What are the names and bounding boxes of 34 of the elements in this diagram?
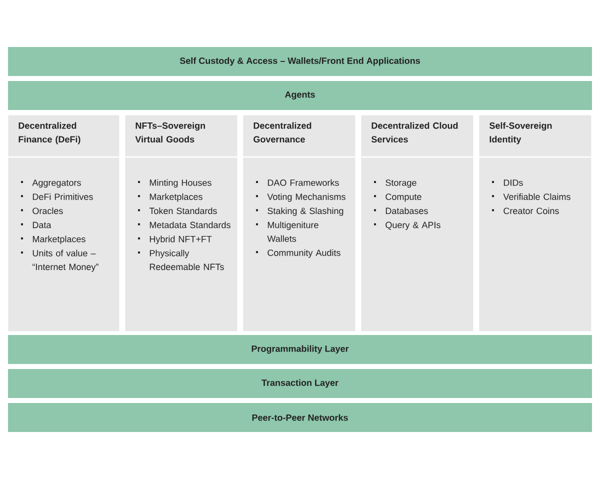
bullet-item: Compute: [374, 194, 422, 202]
layer-band: Agents: [8, 81, 592, 110]
bullet-item: Oracles: [21, 207, 63, 214]
layer-band: Self Custody & Access – Wallets/Front End Applications: [8, 47, 592, 76]
bullet-item: Creator Coins: [492, 207, 559, 214]
bullet-item: Minting Houses: [138, 179, 212, 188]
layer-band: Peer-to-Peer Networks: [8, 403, 592, 432]
bullet-item: Units of value – “Internet Money”: [21, 250, 98, 272]
bullet-item: Marketplaces: [138, 193, 202, 202]
bullet-item: Community Audits: [256, 249, 340, 258]
bullet-item: Voting Mechanisms: [256, 193, 346, 202]
bullet-item: Verifiable Claims: [492, 193, 570, 200]
column-heading: Decentralized Governance: [254, 122, 312, 143]
layer-band: Programmability Layer: [8, 335, 592, 364]
bullet-item: Storage: [374, 180, 416, 188]
bullet-item: Metadata Standards: [138, 222, 230, 228]
bullet-item: Data: [21, 222, 52, 228]
column-heading: Decentralized Finance (DeFi): [18, 122, 80, 144]
bullet-item: Physically Redeemable NFTs: [138, 250, 224, 270]
bullet-item: Marketplaces: [21, 236, 86, 244]
bullet-item: Aggregators: [21, 180, 81, 188]
bullet-item: DeFi Primitives: [21, 193, 93, 200]
bullet-item: Multigeniture Wallets: [256, 222, 318, 242]
column-heading: Decentralized Cloud Services: [371, 122, 458, 143]
bullet-item: Token Standards: [138, 207, 217, 214]
column-heading: NFTs–Sovereign Virtual Goods: [135, 122, 205, 143]
column-heading: Self-Sovereign Identity: [489, 122, 552, 144]
layer-band: Transaction Layer: [8, 369, 592, 398]
bullet-item: Databases: [374, 207, 428, 214]
bullet-item: Staking & Slashing: [256, 207, 344, 216]
bullet-item: Query & APIs: [374, 222, 440, 230]
bullet-item: Hybrid NFT+FT: [138, 236, 212, 244]
bullet-item: DIDs: [492, 180, 523, 186]
bullet-item: DAO Frameworks: [256, 179, 339, 186]
